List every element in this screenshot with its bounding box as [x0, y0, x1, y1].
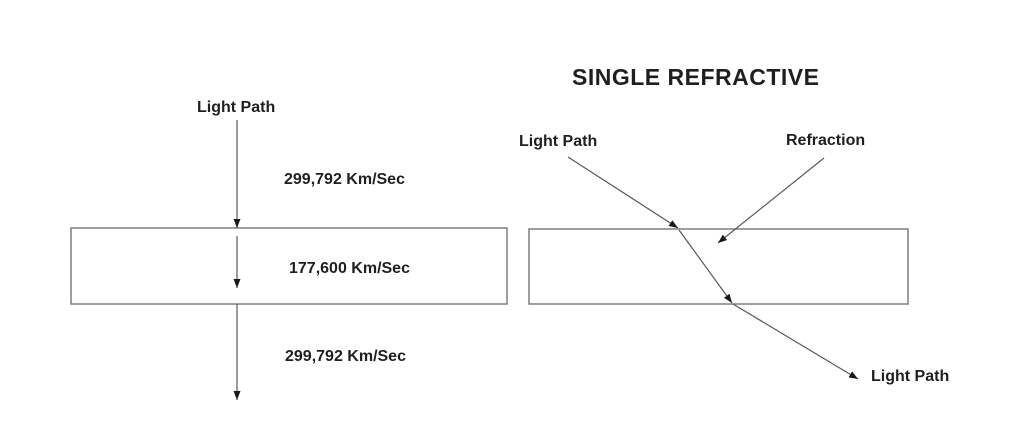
right-medium-box: [528, 228, 909, 305]
left-speed-above-label: 299,792 Km/Sec: [284, 171, 405, 188]
right-incident-light-path-label: Light Path: [519, 133, 598, 150]
right-refraction-label: Refraction: [786, 132, 866, 149]
right-incident-ray-arrow: [567, 156, 679, 229]
right-diagram: [528, 156, 909, 380]
left-light-path-label: Light Path: [197, 99, 276, 116]
left-diagram: [70, 120, 508, 400]
left-speed-below-label: 299,792 Km/Sec: [285, 348, 406, 365]
left-medium-box: [70, 227, 508, 305]
right-diagram-title: SINGLE REFRACTIVE: [572, 64, 820, 90]
right-exit-light-path-label: Light Path: [871, 368, 950, 385]
right-internal-ray-arrow: [678, 229, 733, 304]
left-speed-inside-label: 177,600 Km/Sec: [289, 260, 410, 277]
right-refraction-pointer-arrow: [717, 157, 825, 244]
right-exit-ray-arrow: [732, 303, 859, 380]
